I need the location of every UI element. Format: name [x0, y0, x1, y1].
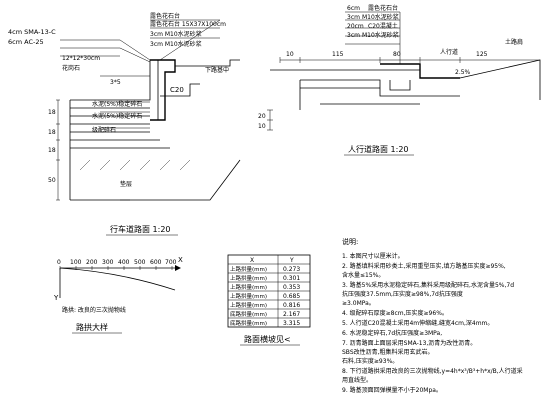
- curve-x-tick-label: 200: [86, 259, 98, 266]
- table-cell: 0.685: [283, 293, 300, 300]
- sidewalk-right-label: 2.5%: [455, 69, 471, 76]
- curve-x-tick-label: 500: [134, 259, 146, 266]
- curve-x-tick-label: 400: [118, 259, 130, 266]
- table-cell: 上路拱量(mm): [230, 283, 267, 291]
- sidewalk-top-label: 3cm: [347, 14, 360, 21]
- carriageway-dimension: 18: [48, 129, 56, 136]
- table-cell: 0.301: [283, 275, 300, 282]
- table-cell: 0.273: [283, 266, 300, 273]
- table-cell: 2.167: [283, 311, 300, 318]
- subgrade-hatch: [79, 159, 191, 171]
- sidewalk-top-label: M10水泥砂浆: [362, 31, 399, 39]
- curve-note: 路拱: 改良的三次抛物线: [62, 306, 126, 314]
- sidewalk-top-label: C20混凝土: [368, 22, 398, 30]
- table-cell: 3.315: [283, 320, 300, 327]
- sidewalk-dimension: 80: [393, 51, 401, 58]
- road-crown-curve: 0 100 200 300 400 500 600 700 X Y 路拱: 改良…: [53, 256, 183, 334]
- notes-heading: 说明:: [342, 237, 358, 246]
- carriageway-layer-label: 3*5: [110, 79, 121, 86]
- table-cell: 0.353: [283, 284, 300, 291]
- table-cell: 0.816: [283, 302, 300, 309]
- carriageway-layer-label: 6cm AC-25: [8, 38, 44, 46]
- note-line: 9. 路基顶面回弹模量不小于20Mpa。: [342, 386, 442, 394]
- note-line: ≥3.0MPa。: [342, 300, 375, 307]
- carriageway-base-label: 级配碎石: [92, 126, 116, 134]
- note-line: 6. 水泥稳定碎石,7d抗压强度≥3MPa,: [342, 329, 442, 337]
- curve-x-tick-label: 100: [70, 259, 82, 266]
- note-line: 4. 级配碎石厚度≥8cm,压实度≥96%。: [342, 309, 448, 317]
- sidewalk-top-label: 20cm: [347, 23, 364, 30]
- note-line: 7. 沥青路面上面层采用SMA-13,沥青为改性沥青。: [342, 339, 476, 347]
- table-cell: 底路拱量(mm): [230, 319, 267, 327]
- curve-title: 路拱大样: [76, 322, 108, 332]
- sidewalk-dimension: 10: [286, 51, 294, 58]
- carriageway-dimension: 18: [48, 109, 56, 116]
- note-line: 石料,压实度≥93%。: [342, 357, 398, 365]
- sidewalk-top-label: 6cm: [347, 5, 360, 12]
- sidewalk-top-label: 3cm: [347, 32, 360, 39]
- curve-x-tick-label: 700: [165, 259, 177, 266]
- sidewalk-top-label: 露色花石台: [368, 4, 398, 12]
- table-cell: 上路拱量(mm): [230, 274, 267, 282]
- sidewalk-dimension: 10: [258, 123, 266, 130]
- carriageway-section: 4cm SMA-13-C 6cm AC-25 3*5 露色花石台 露色花石台 1…: [8, 12, 241, 236]
- road-crown-table: X Y 上路拱量(mm) 0.273 上路拱量(mm) 0.301 上路拱量(m…: [227, 254, 311, 346]
- carriageway-annotation: C20: [170, 86, 184, 94]
- sidewalk-right-label: 人行道: [440, 48, 458, 56]
- note-line: 8. 下行道路拱采用改良的三次抛物线,y=4h*x³/B³+h*x/B,人行道采: [342, 367, 523, 375]
- note-line: 5. 人行道C20混凝土采用4m伸缩缝,缝宽4cm,深4mm。: [342, 319, 493, 327]
- carriageway-upper-label: 3cm M10水泥砂浆: [150, 30, 202, 38]
- note-line: SBS改性沥青,粗集料采用玄武岩。: [342, 348, 434, 356]
- note-line: 用直线型。: [342, 376, 372, 384]
- curve-axis-y: Y: [53, 294, 59, 302]
- sidewalk-right-label: 土路肩: [505, 38, 523, 46]
- carriageway-upper-label: 12*12*30cm: [62, 55, 100, 62]
- carriageway-upper-label: 3cm M10水泥砂浆: [150, 40, 202, 48]
- carriageway-dimension: 50: [48, 177, 56, 184]
- note-line: 抗压强度37.5mm,压实度≥98%,7d抗压强度: [342, 290, 463, 298]
- sidewalk-top-label: M10水泥砂浆: [362, 13, 399, 21]
- curve-x-tick-label: 0: [57, 259, 61, 266]
- curve-x-ticks: [59, 266, 173, 270]
- table-cell: 上路拱量(mm): [230, 292, 267, 300]
- carriageway-upper-label: 露色花石台 15X37X100cm: [150, 20, 226, 28]
- curve-axis-x: X: [178, 256, 183, 264]
- curve-x-tick-label: 600: [150, 259, 162, 266]
- sidewalk-section: 6cm 露色花石台 3cm M10水泥砂浆 20cm C20混凝土 3cm M1…: [258, 4, 541, 156]
- sidewalk-dimension: 125: [476, 51, 488, 58]
- note-line: 3. 路基5%采用水泥稳定碎石,集料采用级配碎石,水泥含量5%,7d: [342, 281, 514, 289]
- sidewalk-title: 人行道路面 1:20: [348, 144, 409, 154]
- table-cell: 底路拱量(mm): [230, 310, 267, 318]
- table-header: Y: [289, 257, 294, 264]
- carriageway-upper-label: 露色花石台: [150, 12, 180, 20]
- carriageway-upper-label: 花岗石: [62, 64, 80, 72]
- table-cell: 上路拱量(mm): [230, 265, 267, 273]
- table-cell: 上路拱量(mm): [230, 301, 267, 309]
- design-notes: 说明: 1. 本图尺寸以厘米计。 2. 路基填料采用砂类土,采用重型压实,填方路…: [342, 237, 523, 394]
- sidewalk-dimension: 20: [258, 113, 266, 120]
- carriageway-layer-label: 4cm SMA-13-C: [8, 28, 56, 36]
- carriageway-title: 行车道路面 1:20: [110, 224, 171, 234]
- note-line: 含水量≤15%。: [342, 271, 384, 279]
- table-title: 路面横坡见<: [244, 334, 291, 344]
- curve-x-tick-label: 300: [102, 259, 114, 266]
- sidewalk-dimension: 115: [332, 51, 344, 58]
- carriageway-base-label: 垫层: [120, 180, 132, 188]
- table-header: X: [250, 257, 254, 264]
- note-line: 2. 路基填料采用砂类土,采用重型压实,填方路基压实度≥95%,: [342, 262, 506, 270]
- carriageway-base-label: 水泥(5%)稳定碎石: [92, 100, 142, 108]
- note-line: 1. 本图尺寸以厘米计。: [342, 252, 404, 260]
- carriageway-annotation: 下路基中: [205, 66, 229, 74]
- carriageway-dimension: 18: [48, 147, 56, 154]
- carriageway-base-label: 水泥(5%)稳定碎石: [92, 112, 142, 120]
